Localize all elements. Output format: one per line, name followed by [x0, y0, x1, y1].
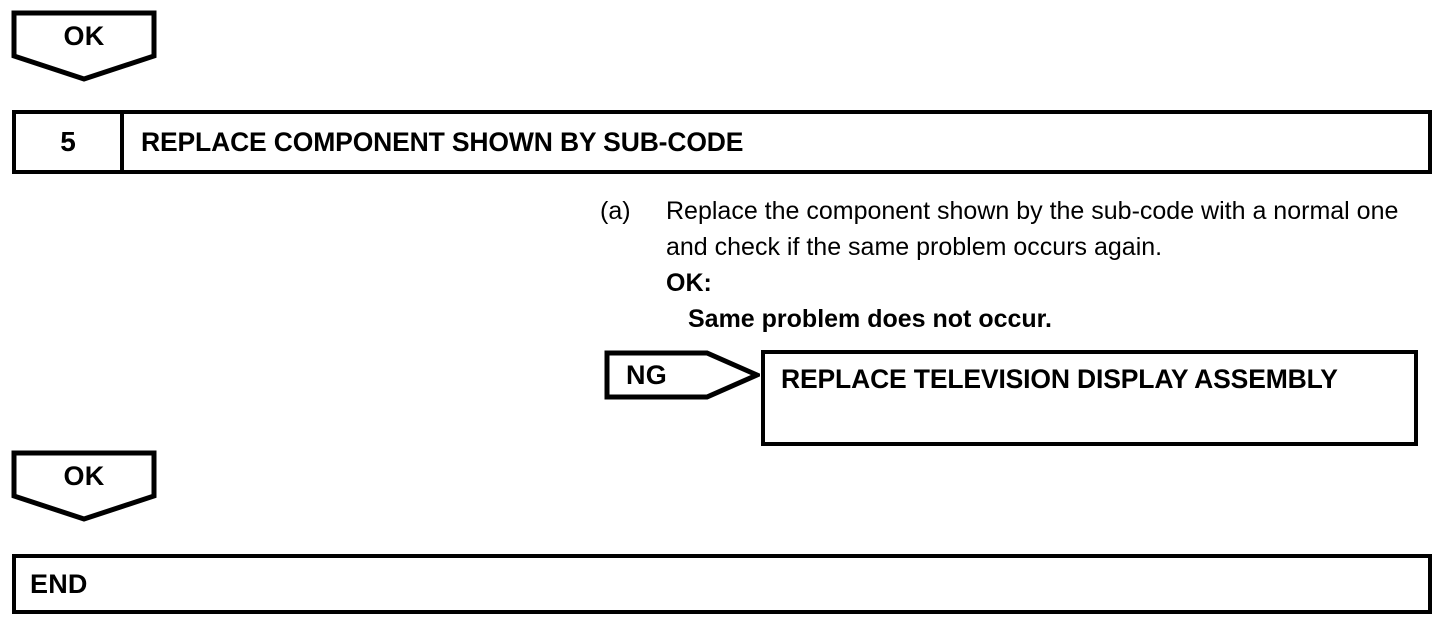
- step-number-cell: 5: [16, 114, 124, 170]
- end-box: END: [12, 554, 1432, 614]
- action-box-replace-tv: REPLACE TELEVISION DISPLAY ASSEMBLY: [761, 350, 1418, 446]
- connector-ok-bottom-label: OK: [63, 461, 105, 491]
- connector-ok-bottom: OK: [11, 450, 157, 522]
- instruction-marker: (a): [600, 197, 631, 225]
- connector-ng: NG: [604, 350, 760, 400]
- instruction-result-label: OK:: [666, 269, 712, 297]
- action-box-replace-tv-label: REPLACE TELEVISION DISPLAY ASSEMBLY: [781, 364, 1338, 394]
- connector-ng-label: NG: [626, 360, 668, 390]
- end-box-label: END: [30, 568, 88, 599]
- connector-ok-top-label: OK: [63, 21, 105, 51]
- instruction-text: Replace the component shown by the sub-c…: [666, 197, 1399, 261]
- instruction-block: (a) Replace the component shown by the s…: [600, 193, 1440, 337]
- step-title: REPLACE COMPONENT SHOWN BY SUB-CODE: [141, 126, 744, 157]
- step-header-bar: 5 REPLACE COMPONENT SHOWN BY SUB-CODE: [12, 110, 1432, 174]
- connector-ok-top-shape: [11, 10, 157, 82]
- connector-ok-bottom-shape: [11, 450, 157, 522]
- instruction-result-detail: Same problem does not occur.: [688, 305, 1052, 333]
- instruction-row: (a) Replace the component shown by the s…: [600, 193, 1440, 265]
- step-title-cell: REPLACE COMPONENT SHOWN BY SUB-CODE: [124, 114, 1428, 170]
- connector-ng-shape: [604, 350, 760, 400]
- connector-ok-top: OK: [11, 10, 157, 82]
- step-number: 5: [60, 126, 76, 157]
